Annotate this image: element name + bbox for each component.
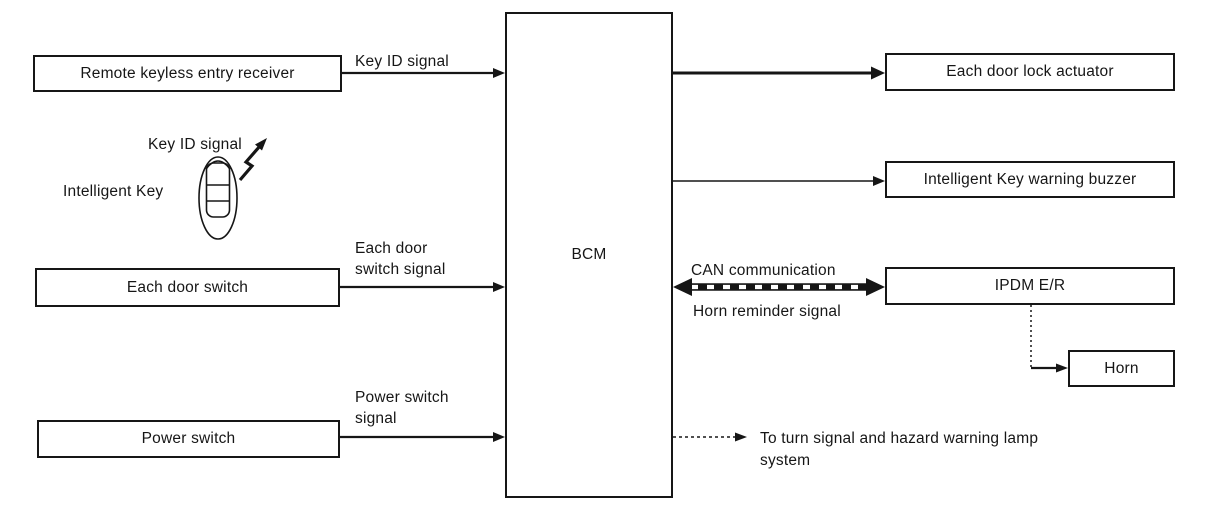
box-label: Each door switch (126, 278, 249, 296)
box-label: IPDM E/R (994, 277, 1066, 294)
box-remote-keyless-entry-receiver: Remote keyless entry receiver (33, 55, 342, 92)
label-horn-reminder-signal: Horn reminder signal (693, 303, 841, 320)
label-can-communication: CAN communication (691, 262, 836, 279)
box-each-door-switch: Each door switch (35, 268, 340, 307)
label-each-door-switch-signal: Each door switch signal (355, 238, 445, 280)
turn-signal-dashed-arrow (673, 432, 747, 442)
label-key-id-signal-fob: Key ID signal (148, 136, 242, 153)
box-horn: Horn (1068, 350, 1175, 387)
label-line: signal (355, 410, 397, 427)
power-switch-signal-arrow (340, 432, 505, 442)
label-line: Each door (355, 240, 428, 257)
door-switch-signal-arrow (340, 282, 505, 292)
box-label: Power switch (141, 430, 236, 447)
box-label: BCM (571, 246, 607, 263)
box-label: Horn (1104, 359, 1139, 377)
label-key-id-signal: Key ID signal (355, 53, 449, 70)
box-label: Intelligent Key warning buzzer (923, 170, 1137, 188)
box-ipdm-er: IPDM E/R (885, 267, 1175, 305)
box-label: Each door lock actuator (946, 63, 1114, 80)
label-to-turn-signal-system: To turn signal and hazard warning lamp s… (760, 428, 1038, 472)
box-bcm: BCM (505, 12, 673, 498)
radio-signal-arrow (238, 138, 267, 182)
bcm-to-buzzer-arrow (673, 176, 885, 186)
label-intelligent-key: Intelligent Key (63, 183, 164, 200)
label-line: switch signal (355, 261, 446, 278)
box-power-switch: Power switch (37, 420, 340, 458)
box-each-door-lock-actuator: Each door lock actuator (885, 53, 1175, 91)
box-label: Remote keyless entry receiver (80, 64, 295, 82)
ipdm-to-horn-connector (1030, 305, 1068, 373)
intelligent-key-icon (198, 156, 238, 240)
key-id-signal-arrow (342, 68, 505, 78)
can-communication-arrow (673, 278, 885, 296)
label-line: To turn signal and hazard warning lamp (760, 430, 1039, 447)
box-intelligent-key-warning-buzzer: Intelligent Key warning buzzer (885, 161, 1175, 198)
label-line: system (760, 452, 811, 469)
label-line: Power switch (355, 389, 449, 406)
label-power-switch-signal: Power switch signal (355, 387, 449, 429)
bcm-to-door-lock-arrow (673, 66, 885, 80)
